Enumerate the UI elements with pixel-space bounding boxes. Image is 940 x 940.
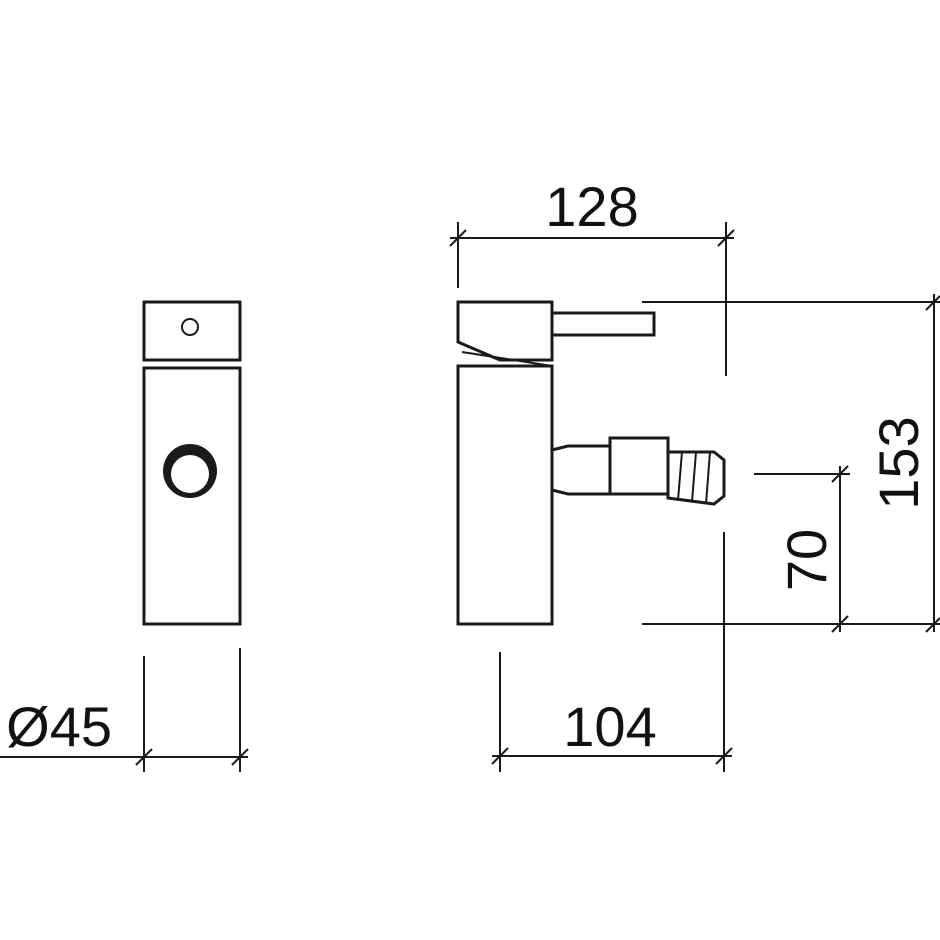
front-body: [142, 366, 242, 626]
front-spout-inner: [171, 455, 209, 493]
side-body: [456, 364, 554, 626]
side-lever-handle: [550, 311, 656, 337]
front-view: [142, 300, 242, 626]
reach-label: 104: [563, 695, 656, 758]
diameter-dimension: Ø45: [0, 648, 249, 772]
side-spout-neck: [550, 444, 612, 496]
side-spout-body: [608, 436, 670, 496]
outlet-height-dimension: 70: [754, 465, 850, 633]
outlet-height-label: 70: [775, 529, 838, 591]
diameter-label: Ø45: [6, 695, 112, 758]
width-dimension: 128: [449, 175, 735, 376]
front-lever-pin: [181, 318, 199, 336]
side-lever-head: [456, 300, 554, 362]
side-spout-nozzle: [666, 450, 726, 506]
front-lever-block: [142, 300, 242, 362]
width-label: 128: [545, 175, 638, 238]
height-dimension: 153: [642, 294, 940, 633]
height-label: 153: [867, 416, 930, 509]
side-view: [456, 300, 726, 626]
reach-dimension: 104: [491, 532, 733, 772]
